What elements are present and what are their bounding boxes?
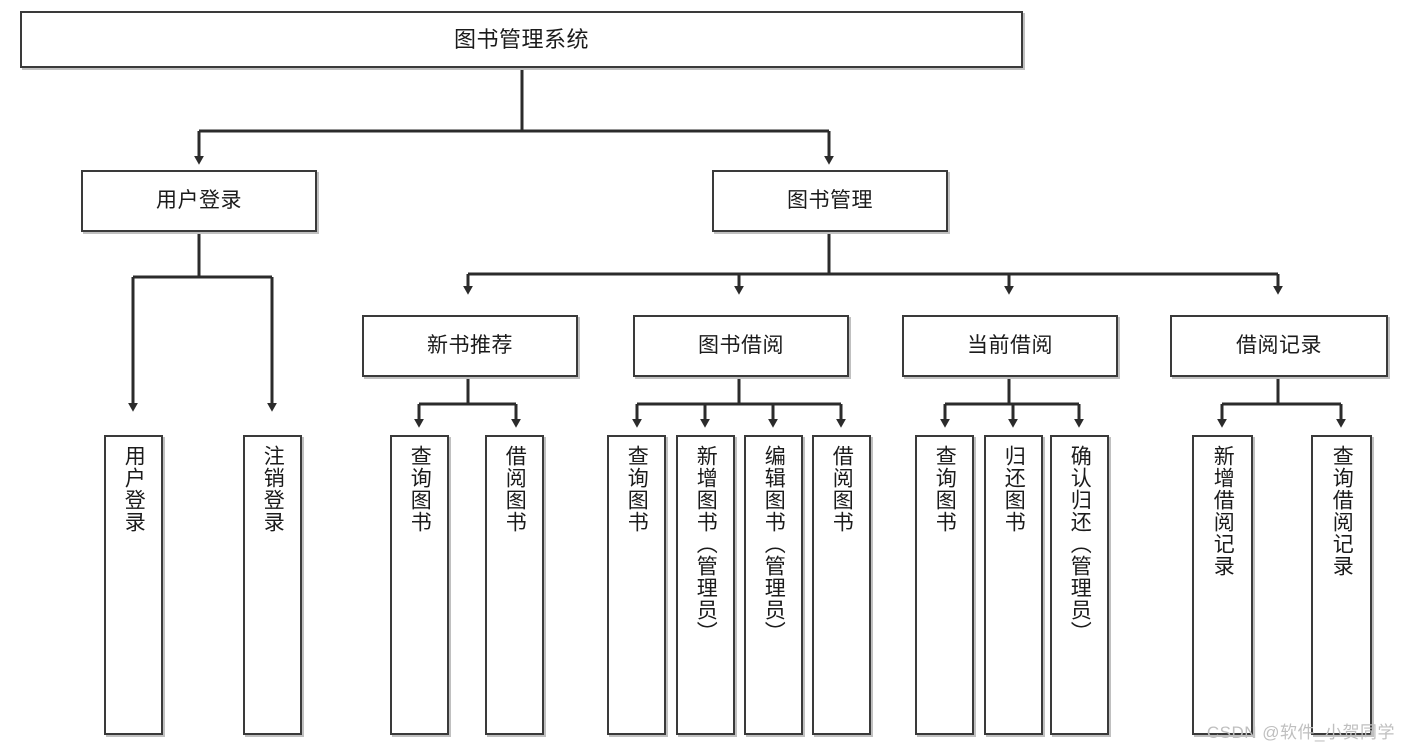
node-leaf-add-borrow-record[interactable]: 新增借阅记录 [1192, 435, 1253, 735]
node-label: 归还图书 [1002, 445, 1026, 533]
node-leaf-return-book[interactable]: 归还图书 [984, 435, 1043, 735]
node-label: 注销登录 [261, 445, 285, 533]
node-new-book-recommend[interactable]: 新书推荐 [362, 315, 578, 377]
node-label: 新增借阅记录 [1211, 445, 1235, 577]
node-label: 用户登录 [156, 188, 242, 212]
node-label: 查询图书 [408, 445, 432, 533]
node-leaf-query-borrow-record[interactable]: 查询借阅记录 [1311, 435, 1372, 735]
node-root-system[interactable]: 图书管理系统 [20, 11, 1023, 68]
node-label: 查询图书 [625, 445, 649, 533]
node-borrow-record[interactable]: 借阅记录 [1170, 315, 1388, 377]
node-label: 编辑图书（管理员） [762, 445, 786, 643]
node-label: 确认归还（管理员） [1068, 445, 1092, 643]
node-leaf-edit-book-admin[interactable]: 编辑图书（管理员） [744, 435, 803, 735]
node-label: 借阅图书 [830, 445, 854, 533]
node-leaf-confirm-return-admin[interactable]: 确认归还（管理员） [1050, 435, 1109, 735]
node-user-login[interactable]: 用户登录 [81, 170, 317, 232]
node-book-borrow[interactable]: 图书借阅 [633, 315, 849, 377]
node-label: 图书管理 [787, 188, 873, 212]
node-label: 图书借阅 [698, 333, 784, 357]
node-label: 借阅图书 [503, 445, 527, 533]
watermark: CSDN @软件_小贺同学 [1206, 723, 1395, 742]
node-leaf-query-book-current[interactable]: 查询图书 [915, 435, 974, 735]
node-label: 新增图书（管理员） [694, 445, 718, 643]
node-label: 用户登录 [122, 445, 146, 533]
node-label: 查询借阅记录 [1330, 445, 1354, 577]
node-current-borrow[interactable]: 当前借阅 [902, 315, 1118, 377]
node-label: 图书管理系统 [453, 26, 589, 52]
node-leaf-borrow-book[interactable]: 借阅图书 [812, 435, 871, 735]
node-book-management[interactable]: 图书管理 [712, 170, 948, 232]
node-leaf-logout[interactable]: 注销登录 [243, 435, 302, 735]
node-leaf-user-login[interactable]: 用户登录 [104, 435, 163, 735]
node-leaf-query-book-borrow[interactable]: 查询图书 [607, 435, 666, 735]
node-leaf-add-book-admin[interactable]: 新增图书（管理员） [676, 435, 735, 735]
node-label: 新书推荐 [427, 333, 513, 357]
node-label: 借阅记录 [1236, 333, 1322, 357]
node-label: 查询图书 [933, 445, 957, 533]
node-label: 当前借阅 [967, 333, 1053, 357]
node-leaf-borrow-book-recommend[interactable]: 借阅图书 [485, 435, 544, 735]
node-leaf-query-book-recommend[interactable]: 查询图书 [390, 435, 449, 735]
